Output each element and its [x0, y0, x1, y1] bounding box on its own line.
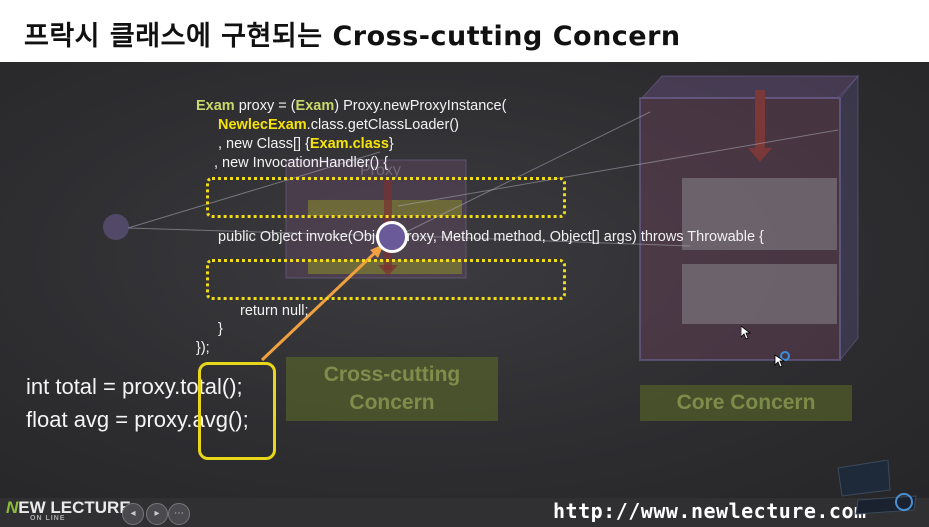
site-url[interactable]: http://www.newlecture.com: [553, 499, 867, 523]
core-slot-2: [682, 264, 837, 324]
logo-text: EW LECTURE: [18, 498, 131, 517]
newlecture-logo: NEW LECTURE ON LINE: [6, 498, 131, 522]
core-box-front: [639, 97, 841, 361]
slide-title: 프락시 클래스에 구현되는 Cross-cutting Concern: [24, 21, 681, 52]
player-control-icon[interactable]: ▸: [146, 503, 168, 525]
computer-icon: [837, 460, 917, 515]
proxy-arrow-head: [378, 265, 398, 276]
logo-subtext: ON LINE: [30, 515, 66, 522]
code-line-3: , new Class[] {Exam.class}: [218, 136, 394, 152]
pen-cursor-icon: [774, 351, 790, 368]
code-line-6: return null;: [240, 303, 309, 319]
player-control-icon[interactable]: ◂: [122, 503, 144, 525]
mouse-cursor-icon: [741, 326, 751, 340]
client-code-line-1: int total = proxy.total();: [26, 374, 243, 399]
client-code-line-2: float avg = proxy.avg();: [26, 407, 249, 432]
core-arrow-head: [748, 148, 772, 162]
code-token: NewlecExam: [218, 117, 307, 133]
proxy-call-highlight: [198, 362, 276, 460]
code-line-5: public Object invoke(Object proxy, Metho…: [218, 229, 764, 245]
code-line-7: }: [218, 321, 223, 337]
code-line-8: });: [196, 340, 210, 356]
after-advice-box: [206, 259, 566, 300]
code-token: }: [388, 136, 394, 152]
link-line-1: [127, 151, 381, 229]
code-token: .class.getClassLoader(): [306, 117, 459, 133]
code-token: Exam: [295, 98, 335, 114]
code-token: Exam: [196, 98, 235, 114]
code-line-2: NewlecExam.class.getClassLoader(): [218, 117, 459, 133]
link-line-3: [397, 129, 839, 207]
code-line-4: , new InvocationHandler() {: [214, 155, 389, 171]
player-more-icon[interactable]: ⋯: [168, 503, 190, 525]
core-box-side: [839, 74, 859, 362]
code-token: , new Class[] {: [218, 136, 310, 152]
code-line-1: Exam proxy = (Exam) Proxy.newProxyInstan…: [196, 98, 506, 114]
call-arrow-line: [260, 246, 382, 362]
logo-letter: N: [6, 498, 19, 517]
core-arrow-shaft: [755, 90, 765, 150]
before-advice-box: [206, 177, 566, 218]
code-token: proxy = (: [234, 98, 296, 114]
link-line-5: [409, 235, 691, 247]
join-point-icon: [376, 221, 408, 253]
code-token: ) Proxy.newProxyInstance(: [334, 98, 507, 114]
core-concern-diagram: [639, 74, 860, 362]
client-node-icon: [103, 214, 129, 240]
link-line-2: [127, 227, 391, 237]
cross-cutting-concern-label: Cross-cutting Concern: [286, 357, 498, 421]
proxy-label: Proxy: [360, 162, 401, 179]
slide-canvas: [0, 62, 929, 498]
title-bar: 프락시 클래스에 구현되는 Cross-cutting Concern: [0, 0, 929, 62]
core-slot-1: [682, 178, 837, 250]
core-concern-label: Core Concern: [640, 385, 852, 421]
code-token: Exam.class: [309, 136, 389, 152]
